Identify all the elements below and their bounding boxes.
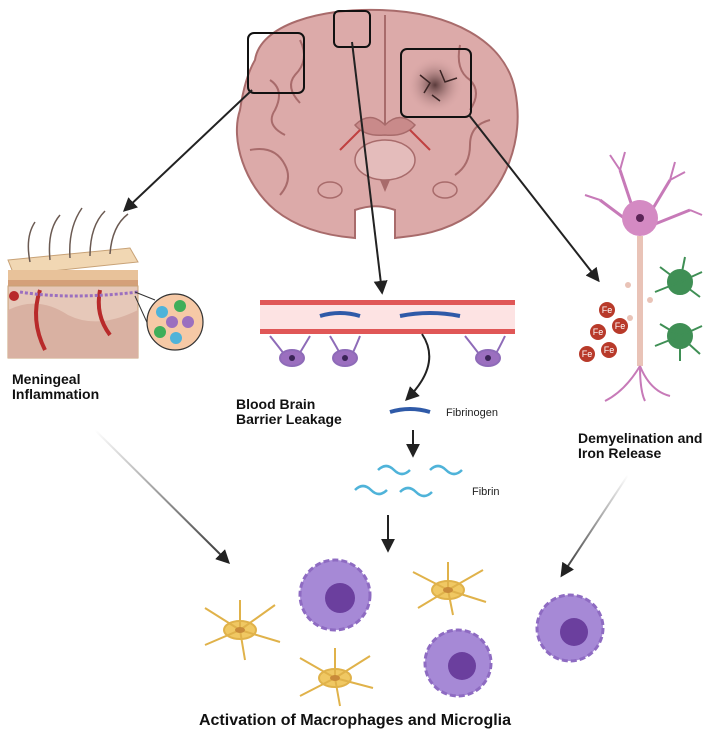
brain-icon <box>235 8 519 240</box>
immune-cells-inset <box>146 293 204 351</box>
arrow-to-neuron <box>468 114 600 283</box>
neuron-icon <box>584 151 703 402</box>
macrophage-icon <box>298 558 605 698</box>
fibrinogen-label: Fibrinogen <box>446 407 498 419</box>
zoom-box-lesion <box>400 48 472 118</box>
fibrinogen-icon <box>389 407 431 414</box>
meninges-icon <box>7 207 156 359</box>
microglia-nuclei <box>235 587 453 681</box>
arrow-demyelination-to-activation <box>560 474 629 578</box>
svg-text:Fe: Fe <box>593 327 604 337</box>
oligodendrocyte-icon <box>654 256 703 361</box>
fibrin-label: Fibrin <box>472 486 500 498</box>
svg-text:Fe: Fe <box>582 349 593 359</box>
iron-icon: Fe Fe Fe Fe Fe <box>579 302 628 362</box>
arrow-to-meninges <box>122 89 253 212</box>
svg-text:Fe: Fe <box>615 321 626 331</box>
leak-arrow <box>405 333 431 401</box>
zoom-box-meninges <box>247 32 305 94</box>
blood-vessel-icon <box>260 300 515 334</box>
arrow-meningeal-to-activation <box>94 429 230 564</box>
activation-label: Activation of Macrophages and Microglia <box>198 712 512 729</box>
arrow-to-vessel <box>351 41 388 295</box>
svg-text:Fe: Fe <box>602 305 613 315</box>
astrocyte-endfeet <box>269 335 506 367</box>
svg-text:Fe: Fe <box>604 345 615 355</box>
fibrin-icon <box>354 464 463 498</box>
